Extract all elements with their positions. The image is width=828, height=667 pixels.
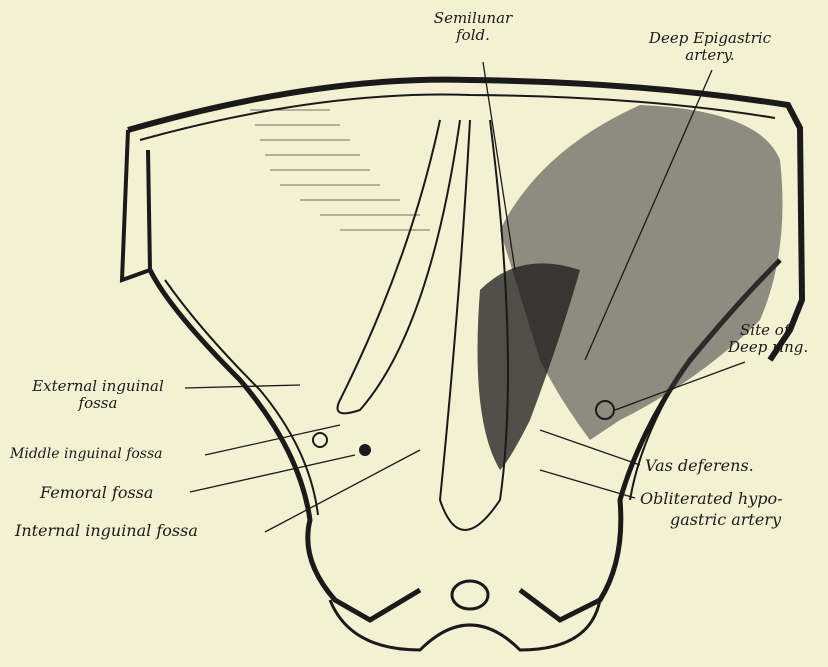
label-external-inguinal: External inguinal fossa [8,378,188,412]
leader-obliterated [540,470,635,498]
label-site-deep-ring: Site of Deep ring. [728,322,808,356]
left-pelvic-bone [150,270,420,620]
internal-ring-dot [359,444,371,456]
label-deep-epigastric: Deep Epigastric artery. [620,30,800,64]
label-semilunar-fold-line2: fold. [408,27,538,44]
label-deep-epigastric-line1: Deep Epigastric [620,30,800,47]
fold-left [338,120,461,413]
label-external-inguinal-line2: fossa [8,395,188,412]
leader-internal-inguinal [265,450,420,532]
left-wall [122,130,150,280]
label-vas-deferens: Vas deferens. [645,457,754,474]
leader-middle-inguinal [205,425,340,455]
label-obliterated-hypogastric: Obliterated hypo- gastric artery [640,488,783,530]
label-femoral-fossa: Femoral fossa [40,484,153,501]
label-site-deep-ring-line2: Deep ring. [728,339,808,356]
label-internal-inguinal: Internal inguinal fossa [15,522,198,539]
label-deep-epigastric-line2: artery. [620,47,800,64]
pubic-symphysis [452,581,488,609]
leader-semilunar [483,62,515,270]
hatch-left [250,110,430,230]
label-semilunar-fold-line1: Semilunar [408,10,538,27]
label-semilunar-fold: Semilunar fold. [408,10,538,44]
label-obliterated-line2: gastric artery [640,509,783,530]
label-middle-inguinal: Middle inguinal fossa [10,446,163,463]
leader-femoral [190,455,355,492]
label-external-inguinal-line1: External inguinal [8,378,188,395]
label-obliterated-line1: Obliterated hypo- [640,488,783,509]
femoral-ring [313,433,327,447]
label-site-deep-ring-line1: Site of [728,322,808,339]
